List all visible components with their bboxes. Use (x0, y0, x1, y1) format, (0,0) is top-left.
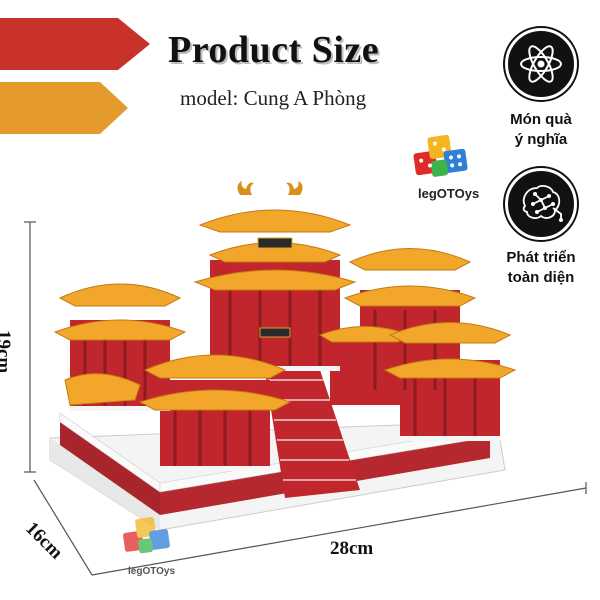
feature-gift-line1: Món quà (510, 111, 572, 128)
brain-icon (522, 185, 563, 222)
red-ribbon-banner (0, 18, 150, 70)
brand-logo-icon (413, 134, 468, 177)
brand-name: legOTOys (418, 186, 480, 201)
feature-gift-badge (505, 28, 577, 100)
model-subtitle: model: Cung A Phòng (180, 86, 367, 110)
palace-model-image (49, 181, 517, 531)
feature-development-label: Phát triển toàn diện (486, 248, 596, 288)
height-dimension: 19cm (0, 330, 14, 374)
width-dimension: 28cm (330, 538, 374, 559)
feature-development-badge (505, 168, 577, 240)
orange-ribbon-banner (0, 82, 128, 134)
brand-watermark-name: legOTOys (128, 566, 176, 577)
feature-gift-line2: ý nghĩa (514, 131, 568, 148)
feature-gift-label: Món quà ý nghĩa (486, 110, 596, 150)
page-title: Product Size (168, 29, 380, 71)
feature-development-line2: toàn diện (507, 269, 575, 286)
brand-watermark-icon (123, 517, 170, 554)
atom-icon (520, 45, 562, 83)
feature-development-line1: Phát triển (506, 249, 576, 266)
